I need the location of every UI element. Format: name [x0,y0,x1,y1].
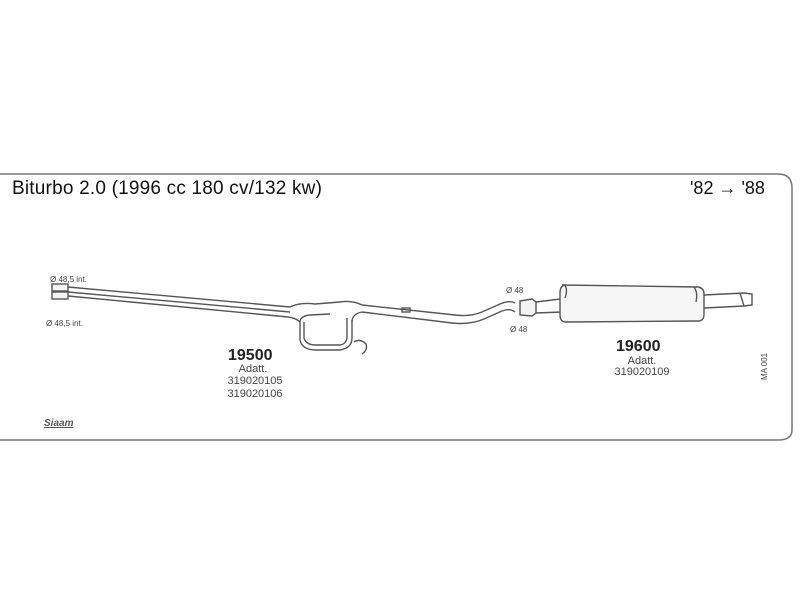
part-code-19500-a: 319020105 [227,375,283,387]
part-code-19500-b: 319020106 [227,388,283,400]
part-label-19500: Adatt. [238,363,268,375]
part-label-19600: Adatt. [627,355,657,367]
diameter-mid-bottom: Ø 48 [510,325,528,334]
brand-logo: Siaam [44,418,74,429]
inlet-bottom [51,291,69,300]
rear-silencer-19600 [519,284,753,323]
part-number-19500: 19500 [228,347,273,364]
diameter-mid-top: Ø 48 [506,286,524,295]
vehicle-title: Biturbo 2.0 (1996 cc 180 cv/132 kw) [12,178,323,199]
part-code-19600: 319020109 [614,366,670,378]
diameter-front-top: Ø 48,5 int. [50,275,87,284]
front-pipe-19500 [51,283,516,355]
year-range: '82 → '88 [690,178,765,198]
part-number-19600: 19600 [616,338,661,355]
diameter-front-bottom: Ø 48,5 int. [46,319,83,328]
diagram-panel [0,172,800,442]
inlet-top [51,283,69,292]
exhaust-diagram [0,173,793,441]
panel-frame [0,173,793,441]
diagram-code: MA 001 [760,352,769,380]
